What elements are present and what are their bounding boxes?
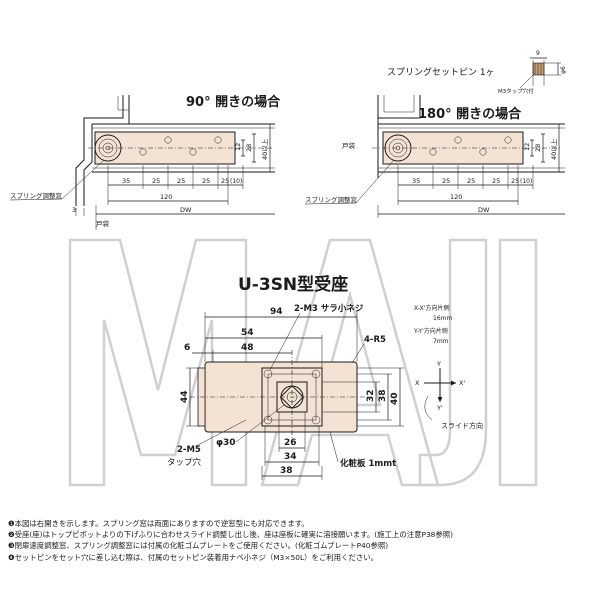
dim-90-25a: 25 xyxy=(152,177,160,185)
dim-180-35: 35 xyxy=(412,177,420,185)
pin-label: スプリングセットピン 1ヶ xyxy=(387,66,495,78)
dim-90-25d: 25 xyxy=(221,177,229,185)
receiver-dim-94: 94 xyxy=(270,307,283,317)
dim-90-40: 40以上 xyxy=(260,138,269,160)
pin-dim-9: 9 xyxy=(536,50,540,57)
dim-180-120: 120 xyxy=(450,193,462,201)
diagram-90-degree: 90° 開きの場合 12 28 40以上 xyxy=(9,94,281,230)
receiver-u3sn: U-3SN型受座 94 54 48 6 2-M3 サラ小ネジ xyxy=(167,274,404,480)
spring-set-pin: スプリングセットピン 1ヶ M3タップ穴付 9 φ6 xyxy=(387,50,567,95)
note-3: ❸閉扉速度調整窓、スプリング調整窓には付属の化粧ゴムプレートをご使用ください。(… xyxy=(8,541,389,551)
dim-180-25c: 25 xyxy=(492,177,500,185)
axis-xx-value: 16mm xyxy=(433,315,452,322)
receiver-screw-label: 2-M3 サラ小ネジ xyxy=(294,303,364,314)
axis-x: X xyxy=(415,379,420,387)
receiver-dim-48: 48 xyxy=(241,343,254,353)
dim-180-25d: 25 xyxy=(511,177,519,185)
receiver-dim-32: 32 xyxy=(366,389,376,402)
axis-xx-label: X-X'方向片側 xyxy=(414,304,449,312)
axis-y-prime: Y' xyxy=(436,404,443,412)
note-1: ❶本図は右開きを示します。スプリング窓は両面にありますので逆窓型にも対応できます… xyxy=(8,519,309,528)
dim-180-25b: 25 xyxy=(467,177,475,185)
dim-90-25b: 25 xyxy=(177,177,185,185)
dim-90-28: 28 xyxy=(245,144,253,152)
receiver-dim-phi30: φ30 xyxy=(216,438,236,448)
dim-90-25c: 25 xyxy=(202,177,210,185)
dim-180-28: 28 xyxy=(534,144,542,152)
notes-section: ❶本図は右開きを示します。スプリング窓は両面にありますので逆窓型にも対応できます… xyxy=(8,518,593,563)
receiver-dim-6: 6 xyxy=(184,343,190,353)
receiver-dim-40: 40 xyxy=(390,392,400,405)
label-180-spring-window: スプリング調整窓 xyxy=(305,195,358,204)
receiver-plate-label: 化粧板 1mmt xyxy=(340,458,396,469)
pin-body xyxy=(532,62,545,76)
dim-180-10: (10) xyxy=(520,178,532,185)
dim-90-120: 120 xyxy=(160,193,172,201)
receiver-dim-38: 38 xyxy=(378,389,388,402)
note-4: ❹セットピンをセット穴に差し込む際は、付属のセットピン装着用ナベ小ネジ（M3×5… xyxy=(8,552,379,562)
pin-dim-phi6: φ6 xyxy=(560,66,567,74)
axis-x-prime: X' xyxy=(459,379,465,387)
diagram-180-title: 180° 開きの場合 xyxy=(418,106,522,122)
receiver-tap-label: 2-M5 xyxy=(177,445,201,455)
axis-slide-label: スライド方向 xyxy=(441,421,483,430)
dim-90-35: 35 xyxy=(122,177,130,185)
axis-y: Y xyxy=(436,360,441,368)
pin-tap-label: M3タップ穴付 xyxy=(498,87,534,95)
axis-yy-value: 7mm xyxy=(433,338,449,345)
diagram-180-degree: 180° 開きの場合 12 28 40以上 xyxy=(304,95,565,218)
note-2: ❷受座(座)はトップピボットよりの下げふりに合わせスライド調整し出し後、座は座板… xyxy=(8,530,454,540)
diagram-90-title: 90° 開きの場合 xyxy=(186,94,281,110)
dim-180-40: 40以上 xyxy=(549,138,558,160)
dim-180-25a: 25 xyxy=(442,177,450,185)
dim-90-dw: DW xyxy=(180,206,192,214)
dim-180-12: 12 xyxy=(523,143,531,151)
receiver-tap-hole-label: タップ穴 xyxy=(167,457,202,468)
label-90-tobukuro: 戸袋 xyxy=(96,219,110,228)
slide-axis-indicator: X-X'方向片側 16mm Y-Y'方向片側 7mm X X' Y Y' スライ… xyxy=(413,304,483,430)
receiver-dim-38b: 38 xyxy=(280,466,293,476)
dim-90-3: 3 xyxy=(72,206,76,214)
receiver-dim-54: 54 xyxy=(241,328,254,338)
dim-90-12: 12 xyxy=(234,143,242,151)
receiver-title: U-3SN型受座 xyxy=(238,274,348,295)
receiver-radius-label: 4-R5 xyxy=(364,335,386,345)
axis-yy-label: Y-Y'方向片側 xyxy=(413,327,448,335)
label-180-tobukuro: 戸袋 xyxy=(342,141,356,150)
dim-90-10: (10) xyxy=(230,178,242,185)
receiver-dim-44: 44 xyxy=(180,390,190,403)
receiver-dim-34: 34 xyxy=(284,452,297,462)
label-90-spring-window: スプリング調整窓 xyxy=(10,191,63,200)
receiver-dim-26: 26 xyxy=(284,438,297,448)
dim-180-dw: DW xyxy=(478,206,490,214)
